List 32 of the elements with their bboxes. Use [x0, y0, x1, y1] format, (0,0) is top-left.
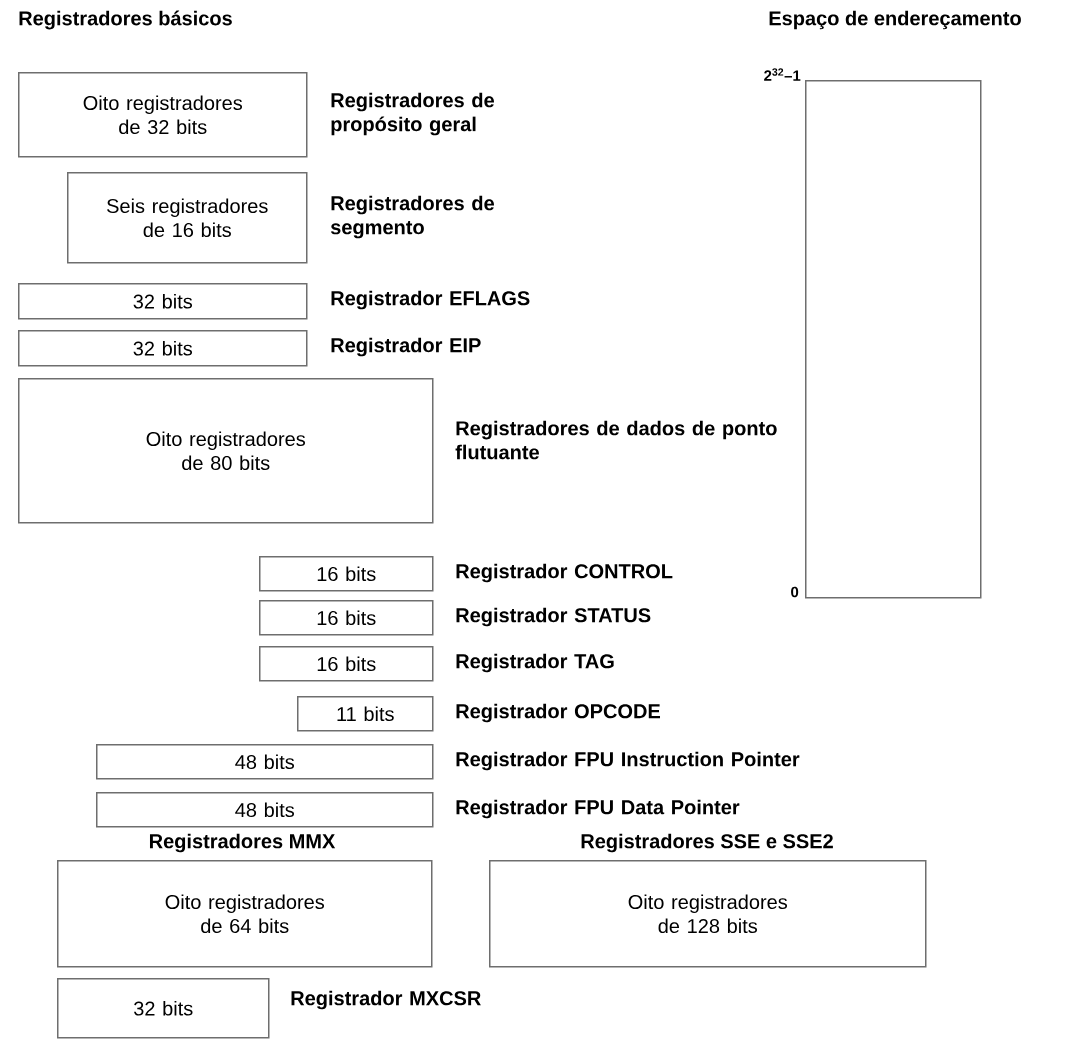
register-name: Registrador EIP	[331, 337, 481, 357]
register-box: Seis registradores de 16 bits	[67, 172, 308, 264]
axis-value: 0	[791, 586, 799, 598]
register-name: Registrador MXCSR	[291, 990, 481, 1010]
heading: Registradores básicos	[19, 10, 232, 30]
register-box: 32 bits	[57, 978, 270, 1039]
register-box: 32 bits	[18, 283, 308, 320]
register-box: Oito registradores de 80 bits	[18, 378, 434, 524]
register-box: Oito registradores de 64 bits	[57, 860, 433, 968]
axis-value: 2$^{32}$–1	[764, 68, 801, 81]
heading: Espaço de endereçamento	[769, 10, 1021, 30]
register-box: 11 bits	[297, 696, 434, 732]
register-name: Registrador EFLAGS	[331, 290, 530, 310]
register-name: Registradores de propósito geral	[331, 92, 494, 136]
register-name: Registradores de dados de ponto flutuante	[455, 420, 777, 460]
register-box: 48 bits	[96, 744, 434, 780]
register-name: Registrador TAG	[456, 653, 614, 673]
register-name: Registrador FPU Data Pointer	[456, 799, 740, 819]
register-name: Registradores de segmento	[330, 195, 494, 239]
heading: Registradores SSE e SSE2	[581, 833, 833, 853]
register-box: 32 bits	[18, 330, 308, 367]
heading: Registradores MMX	[150, 833, 336, 853]
register-box: 16 bits	[259, 600, 434, 636]
register-box: Oito registradores de 128 bits	[489, 860, 927, 968]
register-name: Registrador STATUS	[456, 607, 651, 627]
register-box: Oito registradores de 32 bits	[18, 72, 308, 158]
register-box: 16 bits	[259, 646, 434, 682]
register-box: 48 bits	[96, 792, 434, 828]
register-name: Registrador CONTROL	[456, 563, 673, 583]
register-name: Registrador OPCODE	[456, 703, 660, 723]
register-name: Registrador FPU Instruction Pointer	[456, 751, 800, 771]
register-box: 16 bits	[259, 556, 434, 592]
